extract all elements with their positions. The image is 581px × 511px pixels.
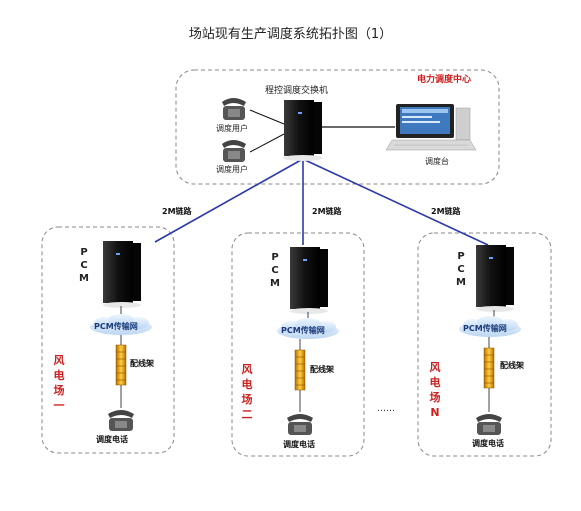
user1-connector: [249, 109, 285, 125]
site3-cloud-icon: [459, 316, 521, 337]
site2-network-label: PCM传输网: [281, 326, 325, 335]
dispatch-center-box: [175, 69, 500, 185]
site-box-1: [41, 226, 175, 454]
console-label: 调度台: [425, 157, 449, 166]
switch-label: 程控调度交换机: [265, 86, 329, 96]
site3-pcm-server-icon: [476, 245, 514, 312]
site1-name: 风电场一: [53, 354, 65, 412]
site2-cloud-icon: [277, 318, 339, 339]
dispatch-user-2-phone-icon: [222, 140, 246, 162]
site-box-2: [231, 232, 365, 457]
site1-patch-panel-icon: [115, 344, 127, 386]
site3-pcm-label: PCM: [456, 251, 466, 288]
site3-name: 风电场N: [429, 361, 441, 419]
site3-patch-label: 配线架: [500, 361, 524, 370]
site3-network-label: PCM传输网: [463, 324, 507, 333]
site2-name: 风电场二: [241, 363, 253, 421]
site1-network-label: PCM传输网: [94, 322, 138, 331]
user2-connector: [249, 133, 285, 153]
link-label-3: 2M链路: [431, 207, 461, 216]
site1-phone-icon: [108, 410, 134, 431]
site1-cloud-icon: [90, 314, 152, 335]
site2-pcm-server-icon: [290, 247, 328, 314]
link-line-3: [304, 159, 489, 246]
site2-patch-label: 配线架: [310, 365, 334, 374]
site3-patch-panel-icon: [483, 347, 495, 389]
link-label-1: 2M链路: [162, 207, 192, 216]
dispatch-center-title: 电力调度中心: [417, 75, 472, 85]
switch-server-icon: [283, 100, 323, 161]
site2-phone-icon: [287, 414, 313, 435]
site1-pcm-server-icon: [103, 241, 141, 308]
dispatch-user-1-phone-icon: [222, 98, 246, 120]
site1-phone-label: 调度电话: [96, 435, 128, 444]
site-box-3: [417, 232, 552, 457]
site3-phone-label: 调度电话: [472, 439, 504, 448]
site1-pcm-label: PCM: [79, 247, 89, 284]
site2-phone-label: 调度电话: [283, 440, 315, 449]
site2-patch-panel-icon: [294, 349, 306, 391]
console-icon: [385, 104, 477, 151]
site2-pcm-label: PCM: [270, 252, 280, 289]
ellipsis-more-sites: ……: [377, 404, 395, 414]
page-title: 场站现有生产调度系统拓扑图（1）: [188, 27, 393, 42]
link-label-2: 2M链路: [312, 207, 342, 216]
site3-phone-icon: [476, 414, 502, 435]
site1-patch-label: 配线架: [130, 359, 154, 368]
link-line-1: [154, 159, 302, 243]
dispatch-user-1-label: 调度用户: [216, 124, 248, 133]
dispatch-user-2-label: 调度用户: [216, 165, 248, 174]
